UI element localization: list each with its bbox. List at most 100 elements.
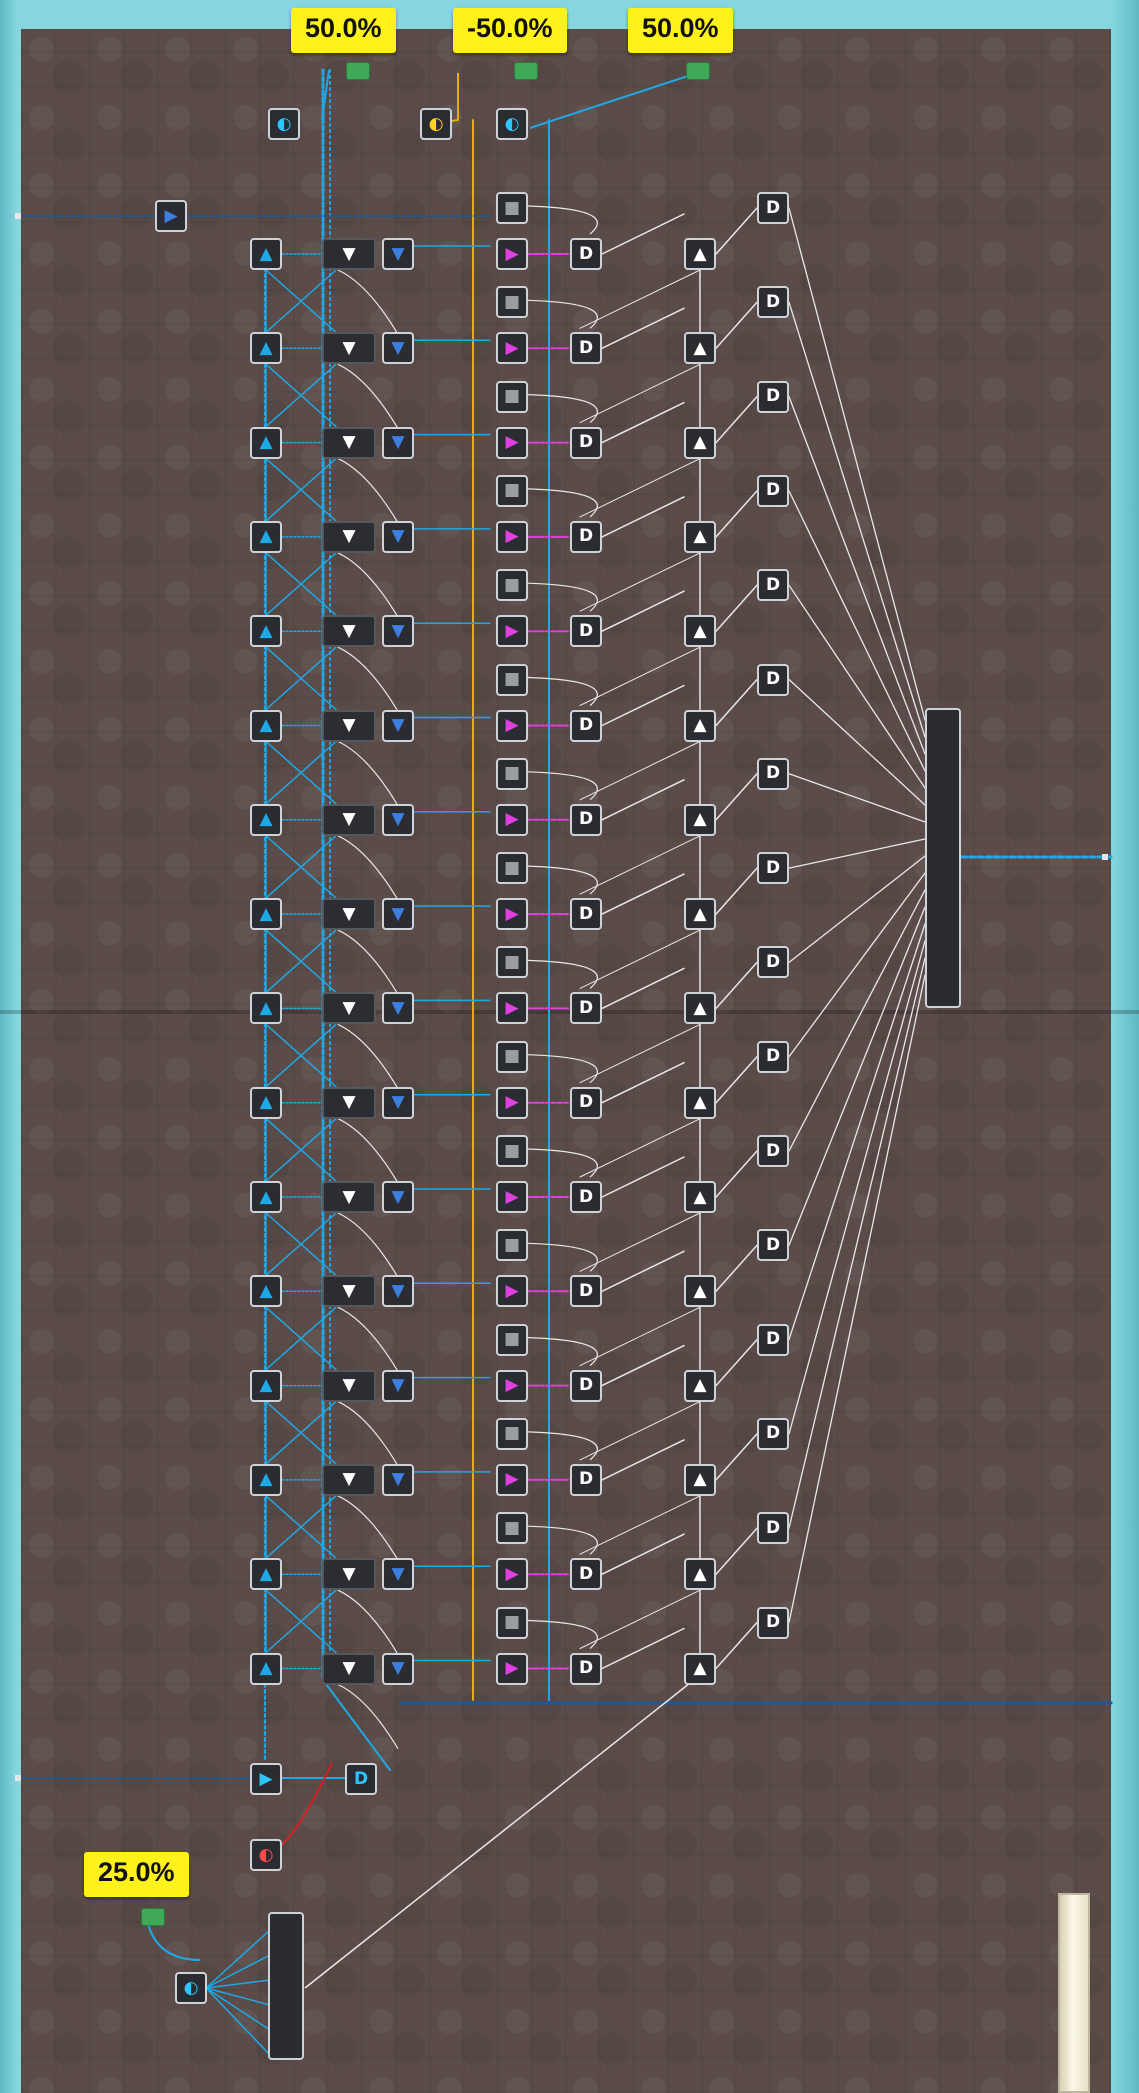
row-5-gate-d[interactable]: ▶: [496, 615, 528, 648]
row-4-gate-c[interactable]: ▼: [382, 520, 414, 553]
row-7-gate-d-top[interactable]: ■: [496, 757, 528, 790]
row-12-gate-g[interactable]: D: [757, 1229, 789, 1262]
row-13-gate-c[interactable]: ▼: [382, 1369, 414, 1402]
row-6-gate-g[interactable]: D: [757, 663, 789, 696]
row-11-gate-e[interactable]: D: [570, 1181, 602, 1213]
row-5-gate-f[interactable]: ▲: [684, 615, 716, 648]
row-4-gate-f[interactable]: ▲: [684, 520, 716, 553]
row-5-gate-c[interactable]: ▼: [382, 615, 414, 648]
row-13-gate-d[interactable]: ▶: [496, 1369, 528, 1402]
row-14-gate-c[interactable]: ▼: [382, 1463, 414, 1496]
row-13-gate-e[interactable]: D: [570, 1369, 602, 1402]
row-3-gate-d-top[interactable]: ■: [496, 380, 528, 413]
bottom-d-node[interactable]: D: [345, 1763, 377, 1795]
row-8-gate-f[interactable]: ▲: [684, 898, 716, 931]
row-13-gate-a[interactable]: ▲: [250, 1369, 282, 1402]
row-1-gate-d[interactable]: ▶: [496, 238, 528, 270]
row-10-gate-c[interactable]: ▼: [382, 1086, 414, 1119]
row-6-gate-d[interactable]: ▶: [496, 709, 528, 742]
input-bus-bar[interactable]: [268, 1912, 304, 2060]
row-15-gate-b[interactable]: ▼: [322, 1558, 376, 1591]
row-1-gate-f[interactable]: ▲: [684, 238, 716, 270]
row-3-gate-g[interactable]: D: [757, 380, 789, 413]
row-3-gate-a[interactable]: ▲: [250, 426, 282, 459]
row-11-gate-d[interactable]: ▶: [496, 1181, 528, 1213]
row-7-gate-a[interactable]: ▲: [250, 803, 282, 836]
row-8-gate-c[interactable]: ▼: [382, 898, 414, 931]
row-2-gate-b[interactable]: ▼: [322, 332, 376, 365]
constant-chip-center[interactable]: [514, 62, 538, 80]
row-4-gate-g[interactable]: D: [757, 474, 789, 507]
row-10-gate-g[interactable]: D: [757, 1040, 789, 1073]
row-14-gate-d-top[interactable]: ■: [496, 1417, 528, 1450]
row-15-gate-c[interactable]: ▼: [382, 1558, 414, 1591]
row-2-gate-a[interactable]: ▲: [250, 332, 282, 365]
row-9-gate-d[interactable]: ▶: [496, 992, 528, 1025]
row-11-gate-d-top[interactable]: ■: [496, 1135, 528, 1167]
row-14-gate-g[interactable]: D: [757, 1417, 789, 1450]
row-11-gate-a[interactable]: ▲: [250, 1181, 282, 1213]
row-13-gate-d-top[interactable]: ■: [496, 1323, 528, 1356]
row-8-gate-a[interactable]: ▲: [250, 898, 282, 931]
top-input-yellow[interactable]: ◐: [420, 108, 452, 140]
row-4-gate-b[interactable]: ▼: [322, 520, 376, 553]
row-4-gate-e[interactable]: D: [570, 520, 602, 553]
constant-chip-left[interactable]: [346, 62, 370, 80]
row-13-gate-f[interactable]: ▲: [684, 1369, 716, 1402]
row-9-gate-f[interactable]: ▲: [684, 992, 716, 1025]
row-11-gate-c[interactable]: ▼: [382, 1181, 414, 1213]
row-6-gate-c[interactable]: ▼: [382, 709, 414, 742]
row-5-gate-a[interactable]: ▲: [250, 615, 282, 648]
row-8-gate-e[interactable]: D: [570, 898, 602, 931]
row-15-gate-f[interactable]: ▲: [684, 1558, 716, 1591]
row-2-gate-f[interactable]: ▲: [684, 332, 716, 365]
row-12-gate-c[interactable]: ▼: [382, 1275, 414, 1308]
row-3-gate-b[interactable]: ▼: [322, 426, 376, 459]
row-16-gate-d-top[interactable]: ■: [496, 1606, 528, 1639]
row-5-gate-e[interactable]: D: [570, 615, 602, 648]
io-port[interactable]: [15, 213, 21, 219]
row-1-gate-c[interactable]: ▼: [382, 238, 414, 270]
row-1-gate-a[interactable]: ▲: [250, 238, 282, 270]
red-input-node[interactable]: ◐: [250, 1839, 282, 1871]
constant-chip-right[interactable]: [686, 62, 710, 80]
row-10-gate-b[interactable]: ▼: [322, 1086, 376, 1119]
row-6-gate-b[interactable]: ▼: [322, 709, 376, 742]
row-12-gate-b[interactable]: ▼: [322, 1275, 376, 1308]
io-port[interactable]: [15, 1775, 21, 1781]
row-11-gate-b[interactable]: ▼: [322, 1181, 376, 1213]
row-3-gate-c[interactable]: ▼: [382, 426, 414, 459]
row-15-gate-d[interactable]: ▶: [496, 1558, 528, 1591]
row-11-gate-f[interactable]: ▲: [684, 1181, 716, 1213]
row-16-gate-b[interactable]: ▼: [322, 1652, 376, 1685]
row-6-gate-f[interactable]: ▲: [684, 709, 716, 742]
row-2-gate-g[interactable]: D: [757, 286, 789, 319]
row-14-gate-a[interactable]: ▲: [250, 1463, 282, 1496]
row-10-gate-d[interactable]: ▶: [496, 1086, 528, 1119]
row-7-gate-f[interactable]: ▲: [684, 803, 716, 836]
row-10-gate-f[interactable]: ▲: [684, 1086, 716, 1119]
row-1-gate-e[interactable]: D: [570, 238, 602, 270]
row-7-gate-g[interactable]: D: [757, 757, 789, 790]
row-15-gate-g[interactable]: D: [757, 1512, 789, 1545]
row-10-gate-a[interactable]: ▲: [250, 1086, 282, 1119]
row-12-gate-a[interactable]: ▲: [250, 1275, 282, 1308]
row-1-gate-b[interactable]: ▼: [322, 238, 376, 270]
row-5-gate-b[interactable]: ▼: [322, 615, 376, 648]
row-15-gate-e[interactable]: D: [570, 1558, 602, 1591]
row-14-gate-d[interactable]: ▶: [496, 1463, 528, 1496]
row-9-gate-b[interactable]: ▼: [322, 992, 376, 1025]
row-16-gate-a[interactable]: ▲: [250, 1652, 282, 1685]
bottom-input-node[interactable]: ◐: [175, 1972, 207, 2004]
row-6-gate-a[interactable]: ▲: [250, 709, 282, 742]
row-8-gate-g[interactable]: D: [757, 852, 789, 885]
io-port[interactable]: [1102, 854, 1108, 860]
row-8-gate-b[interactable]: ▼: [322, 898, 376, 931]
row-7-gate-c[interactable]: ▼: [382, 803, 414, 836]
row-13-gate-b[interactable]: ▼: [322, 1369, 376, 1402]
row-4-gate-d-top[interactable]: ■: [496, 474, 528, 507]
row-8-gate-d[interactable]: ▶: [496, 898, 528, 931]
output-bus-bar[interactable]: [925, 708, 961, 1008]
row-16-gate-e[interactable]: D: [570, 1652, 602, 1685]
row-16-gate-g[interactable]: D: [757, 1606, 789, 1639]
